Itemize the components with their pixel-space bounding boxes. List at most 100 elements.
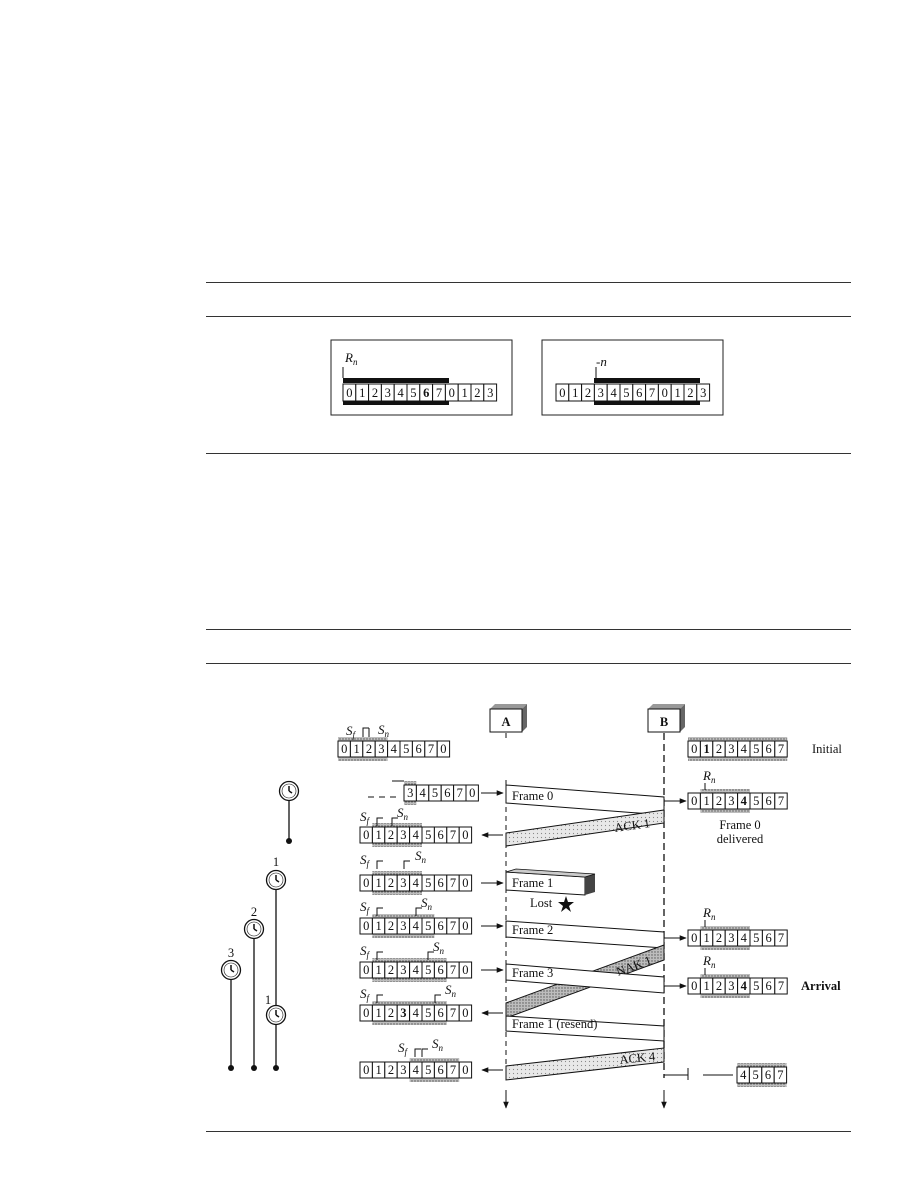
- timer-3-label: 3: [228, 946, 234, 960]
- receiver-window-3-cell: 1: [703, 979, 709, 993]
- station-b-label: B: [660, 715, 668, 729]
- receiver-window-1-cell: 7: [778, 794, 784, 808]
- frame-3-band: [505, 963, 665, 994]
- rule-2: [206, 316, 851, 317]
- sender-window-0-cell: 4: [391, 742, 398, 756]
- frame-3-label: Frame 3: [512, 966, 553, 980]
- receiver-window-1-cell: 4: [741, 794, 748, 808]
- sender-window-partial-cell: 6: [444, 786, 450, 800]
- arrival-label: Arrival: [801, 979, 841, 993]
- sender-window-3-cell: 3: [400, 919, 406, 933]
- top-right-window-cell: 7: [649, 386, 655, 400]
- sender-window-5-cell: 1: [375, 1006, 381, 1020]
- top-right-window-cell: 0: [559, 386, 565, 400]
- sn-label-5: Sn: [432, 1036, 444, 1053]
- receiver-window-final-cell: 5: [752, 1068, 758, 1082]
- sender-window-6-cell: 2: [388, 1063, 394, 1077]
- sender-window-5-cell: 7: [450, 1006, 456, 1020]
- frame-1-resend-band: [505, 1015, 665, 1042]
- receiver-window-2-cell: 5: [753, 931, 759, 945]
- receiver-window-3-cell: 0: [691, 979, 697, 993]
- sender-window-4-cell: 0: [462, 963, 468, 977]
- sender-window-5-cell: 0: [462, 1006, 468, 1020]
- receiver-window-1-cell: 1: [703, 794, 709, 808]
- top-right-window-cell: 3: [700, 386, 706, 400]
- sender-window-6-cell: 6: [437, 1063, 443, 1077]
- sender-window-3-cell: 7: [450, 919, 456, 933]
- receiver-window-1-cell: 0: [691, 794, 697, 808]
- sender-window-1-cell: 5: [425, 828, 431, 842]
- station-a: A: [489, 704, 527, 733]
- sender-window-0-cell: 2: [366, 742, 372, 756]
- sender-window-4-cell: 6: [437, 963, 443, 977]
- sender-window-4-cell: 2: [388, 963, 394, 977]
- receiver-window-0-cell: 1: [703, 742, 709, 756]
- top-right-window-cell: 1: [674, 386, 680, 400]
- sender-window-2-cell: 6: [437, 876, 443, 890]
- timer-1-label: 1: [273, 855, 279, 869]
- receiver-window-2-cell: 6: [765, 931, 771, 945]
- sf-label-2: Sf: [360, 899, 371, 916]
- frame-2-label: Frame 2: [512, 923, 553, 937]
- receiver-window-2-cell: 3: [728, 931, 734, 945]
- receiver-window-2-cell: 1: [703, 931, 709, 945]
- sf-label-4: Sf: [360, 986, 371, 1003]
- receiver-window-0-cell: 5: [753, 742, 759, 756]
- receiver-window-0-cell: 3: [728, 742, 734, 756]
- sender-window-5-cell: 2: [388, 1006, 394, 1020]
- sf-label-3: Sf: [360, 943, 371, 960]
- sender-window-partial-cell: 3: [407, 786, 413, 800]
- sender-window-1-cell: 7: [450, 828, 456, 842]
- receiver-window-1-cell: 6: [765, 794, 771, 808]
- top-right-window-cell: 3: [598, 386, 604, 400]
- sn-label-2: Sn: [421, 895, 433, 912]
- sender-window-3-cell: 1: [375, 919, 381, 933]
- timer-frame0-icon: [278, 780, 300, 802]
- sender-window-0-cell: 7: [428, 742, 434, 756]
- sender-window-4-cell: 0: [363, 963, 369, 977]
- rule-3: [206, 453, 851, 454]
- sender-window-partial-cell: 0: [469, 786, 475, 800]
- receiver-window-final-cell: 6: [765, 1068, 771, 1082]
- ack-4-label: ACK 4: [619, 1049, 657, 1067]
- sender-window-3-cell: 2: [388, 919, 394, 933]
- receiver-window-0-cell: 7: [778, 742, 784, 756]
- sender-window-1-cell: 0: [462, 828, 468, 842]
- sender-window-0-cell: 1: [353, 742, 359, 756]
- delivered-line-2: delivered: [717, 832, 764, 846]
- top-right-window-cell: 1: [572, 386, 578, 400]
- receiver-window-3-cell: 5: [753, 979, 759, 993]
- receiver-window-3-cell: 7: [778, 979, 784, 993]
- sender-window-0-cell: 3: [378, 742, 384, 756]
- lost-label: Lost: [530, 896, 553, 910]
- timer-resend-icon: [265, 1004, 287, 1026]
- top-right-window-cell: 0: [662, 386, 668, 400]
- top-left-window-cell: 7: [436, 386, 442, 400]
- receiver-window-3-cell: 6: [765, 979, 771, 993]
- sender-window-partial-cell: 5: [432, 786, 438, 800]
- frame-1-resend-label: Frame 1 (resend): [512, 1017, 597, 1031]
- ack-1-label: ACK 1: [613, 816, 650, 835]
- sender-window-2-cell: 0: [462, 876, 468, 890]
- rule-4: [206, 629, 851, 630]
- receiver-window-1-cell: 2: [716, 794, 722, 808]
- sender-window-0-cell: 6: [415, 742, 421, 756]
- sender-window-2-cell: 7: [450, 876, 456, 890]
- sender-window-1-cell: 2: [388, 828, 394, 842]
- receiver-window-final-cell: 7: [777, 1068, 783, 1082]
- sender-window-4-cell: 3: [400, 963, 406, 977]
- receiver-window-3-cell: 2: [716, 979, 722, 993]
- top-right-window-cell: 6: [636, 386, 642, 400]
- sender-window-0-cell: 5: [403, 742, 409, 756]
- rn-label-0: Rn: [702, 768, 716, 785]
- sender-window-3-cell: 6: [437, 919, 443, 933]
- receiver-window-0-cell: 6: [765, 742, 771, 756]
